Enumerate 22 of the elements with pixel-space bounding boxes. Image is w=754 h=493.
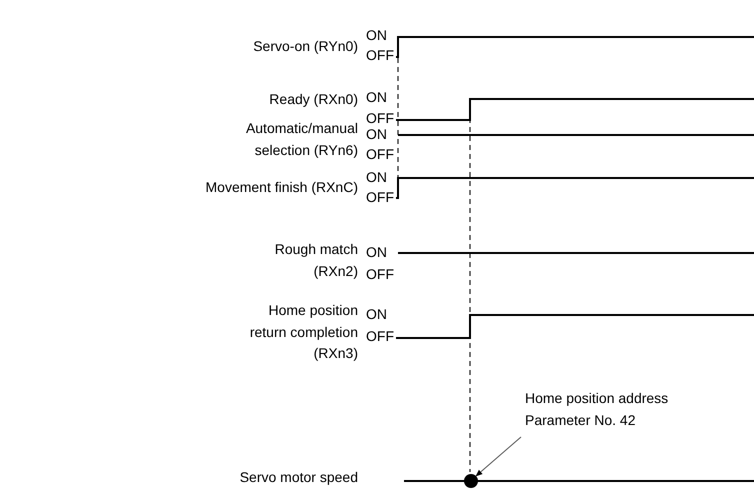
state-label: OFF (366, 145, 394, 164)
signal-name: Rough match (RXn2) (274, 240, 358, 281)
state-label: ON (366, 26, 387, 45)
state-label: ON (366, 125, 387, 144)
signal-name: Movement finish (RXnC) (204, 178, 358, 197)
state-label: ON (366, 88, 387, 107)
state-label: ON (366, 168, 387, 187)
state-label: ON (366, 305, 387, 324)
signal-name: Ready (RXn0) (268, 90, 358, 109)
state-label: OFF (366, 188, 394, 207)
signal-name: Servo motor speed (238, 468, 358, 487)
marker-dot (464, 474, 478, 488)
signal-name: Home position return completion (RXn3) (248, 301, 358, 363)
state-label: OFF (366, 109, 394, 128)
signal-name: Servo-on (RYn0) (252, 37, 358, 56)
leader-arrow (475, 436, 522, 476)
signal-name: Automatic/manual selection (RYn6) (244, 119, 358, 160)
state-label: OFF (366, 327, 394, 346)
state-label: ON (366, 243, 387, 262)
callout-text: Home position address Parameter No. 42 (525, 388, 703, 431)
state-label: OFF (366, 265, 394, 284)
state-label: OFF (366, 46, 394, 65)
